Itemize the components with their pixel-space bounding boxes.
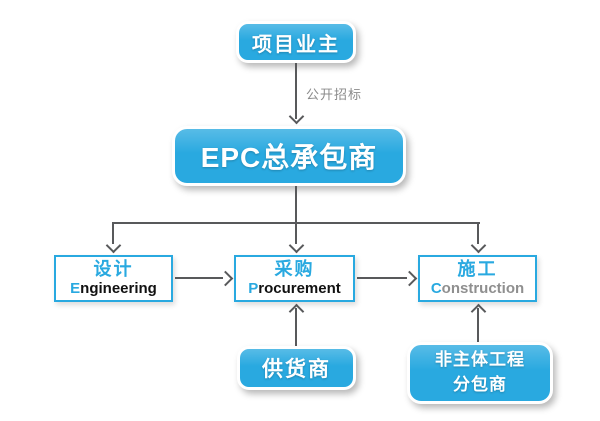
procurement-en-label: Procurement (248, 279, 341, 297)
arrow-to-construction-head-icon (470, 237, 487, 254)
arrow-owner-to-epc-line (295, 63, 297, 119)
subcontractor-label: 非主体工程 分包商 (435, 350, 525, 394)
node-procurement: 采购 Procurement (234, 255, 355, 302)
supplier-label: 供货商 (262, 358, 331, 381)
arrow-supplier-to-procurement-head-icon (288, 303, 305, 320)
node-epc-contractor: EPC总承包商 (172, 126, 406, 186)
public-bid-label: 公开招标 (306, 87, 363, 102)
node-subcontractor: 非主体工程 分包商 (407, 342, 553, 404)
arrow-to-procurement-head-icon (288, 237, 305, 254)
construction-zh-label: 施工 (457, 258, 498, 279)
node-construction: 施工 Construction (418, 255, 537, 302)
node-project-owner: 项目业主 (236, 21, 356, 63)
branch-line-procurement (295, 222, 297, 244)
design-en-label: Engineering (70, 279, 157, 297)
arrow-procurement-to-construction-head-icon (401, 270, 418, 287)
node-supplier: 供货商 (237, 346, 356, 390)
design-zh-label: 设计 (93, 258, 134, 279)
arrow-design-to-procurement-head-icon (217, 270, 234, 287)
arrow-subcontractor-to-construction-head-icon (470, 303, 487, 320)
arrow-to-design-head-icon (105, 237, 122, 254)
arrow-procurement-to-construction-line (357, 277, 407, 279)
procurement-zh-label: 采购 (274, 258, 315, 279)
construction-en-label: Construction (430, 279, 525, 297)
arrow-design-to-procurement-line (175, 277, 223, 279)
branch-line-construction (477, 222, 479, 244)
project-owner-label: 项目业主 (252, 33, 340, 56)
arrow-supplier-to-procurement-line (295, 308, 297, 346)
epc-stem-line (295, 186, 297, 223)
epc-contractor-label: EPC总承包商 (200, 142, 378, 173)
branch-line-design (112, 222, 114, 244)
arrow-owner-to-epc-head-icon (288, 108, 305, 125)
node-design: 设计 Engineering (54, 255, 173, 302)
arrow-subcontractor-to-construction-line (477, 308, 479, 342)
